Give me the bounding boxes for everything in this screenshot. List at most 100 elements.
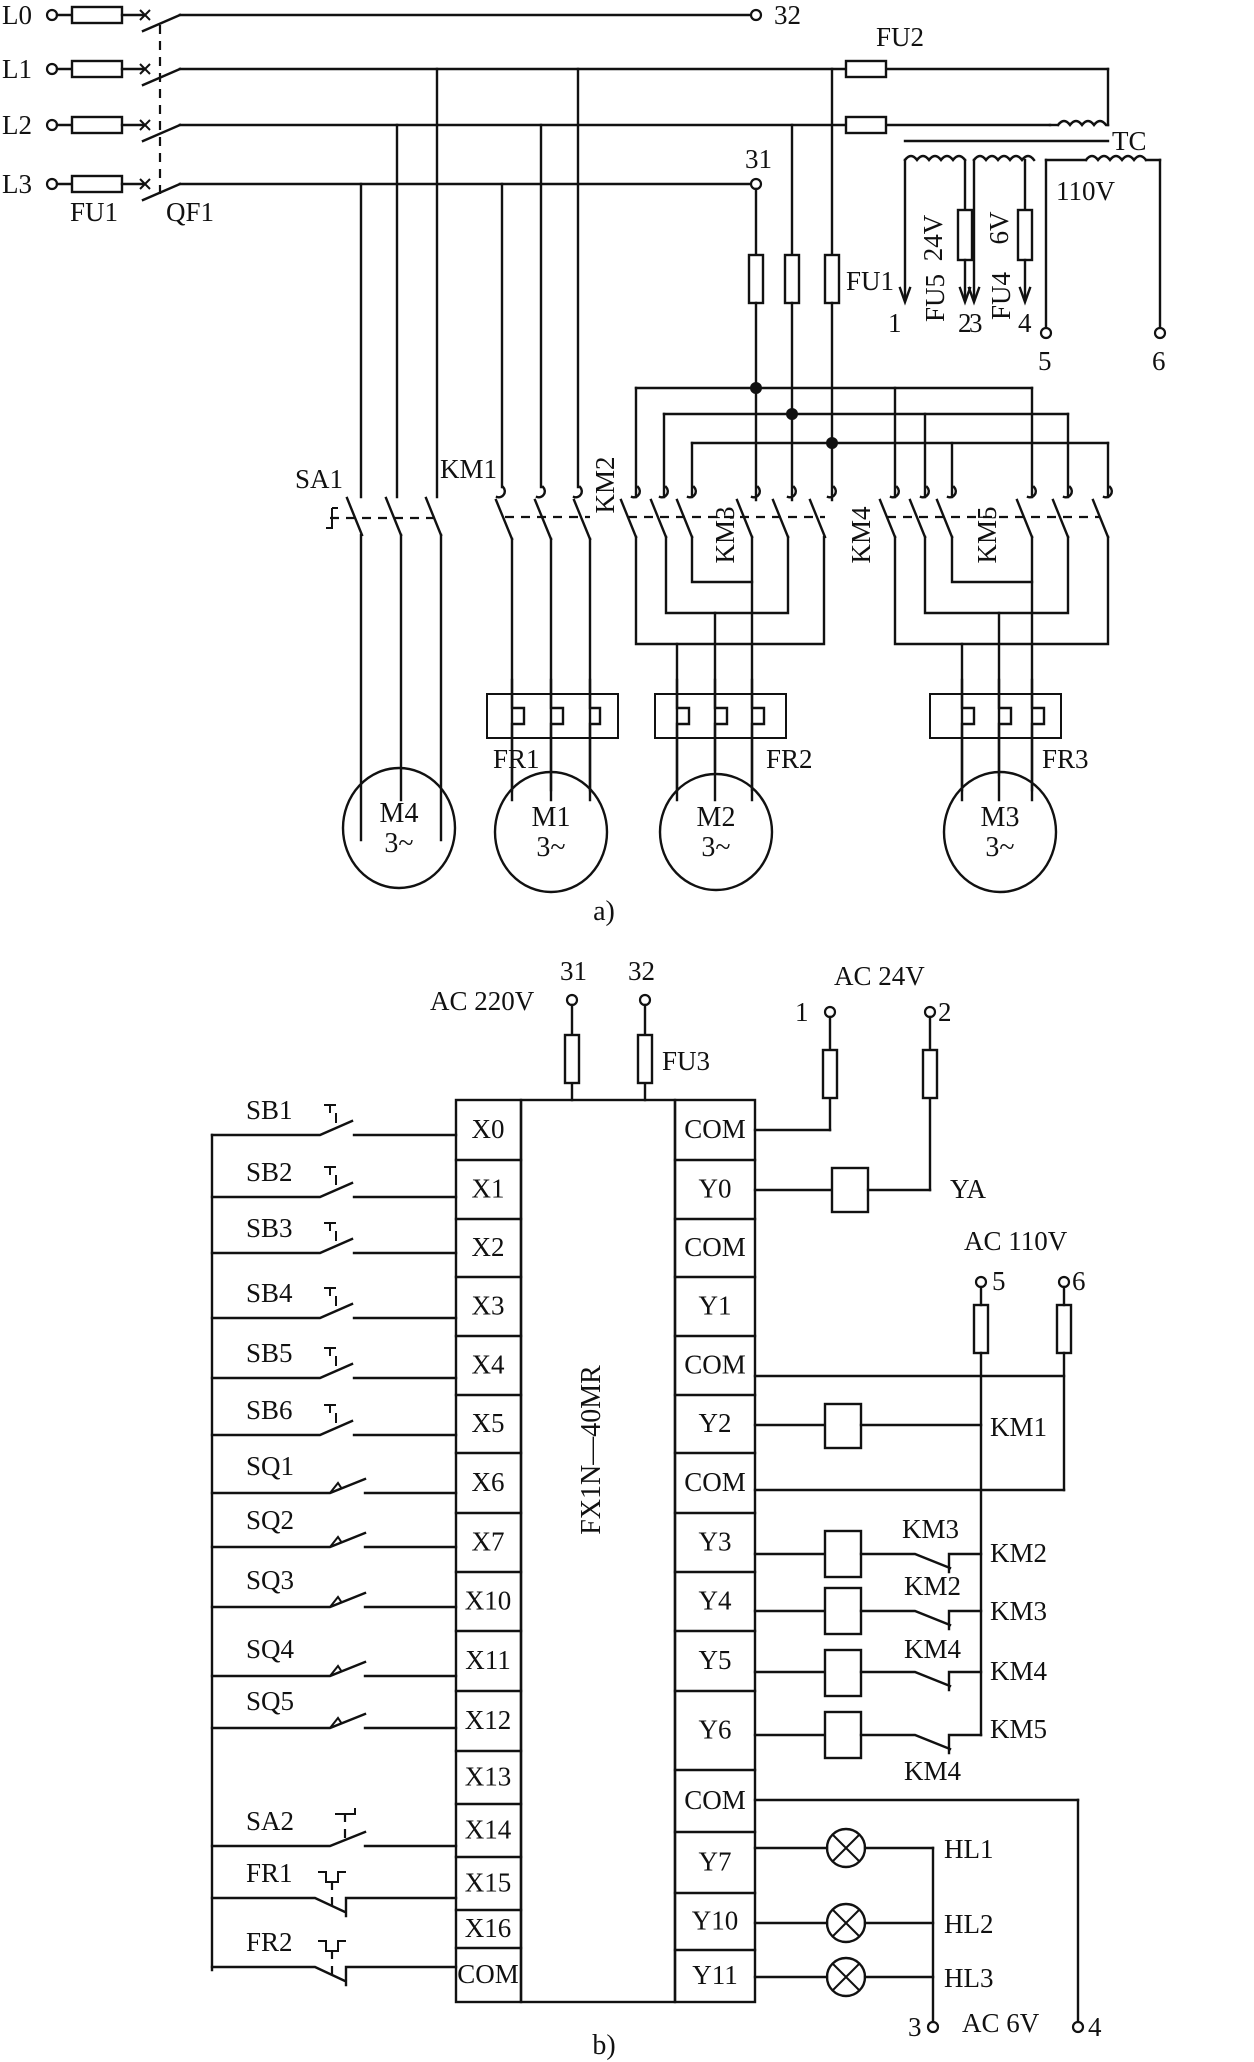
fuse-110v-b	[1055, 1303, 1073, 1355]
solenoid-ya	[830, 1166, 870, 1214]
sa1-label: SA1	[295, 464, 343, 494]
plc-input-x4: X4	[472, 1350, 505, 1380]
motor-m4-phase: 3~	[384, 828, 413, 859]
ya-circuit: AC 24V 1 2 YA	[753, 961, 987, 1214]
plc-output-y11-14: Y11	[692, 1960, 738, 1990]
terminal-dot	[1057, 1275, 1071, 1289]
input-device-label: SB1	[246, 1095, 293, 1125]
input-device-sb6[interactable]: SB6	[210, 1395, 458, 1437]
input-device-sq4[interactable]: SQ4	[210, 1634, 458, 1678]
plc-output-y3-7: Y3	[699, 1527, 732, 1557]
terminal-6-label: 6	[1072, 1266, 1086, 1296]
terminal-31-label: 31	[745, 144, 772, 174]
pushbutton-icon	[324, 1347, 337, 1366]
supply-24-label: AC 24V	[834, 961, 925, 991]
plc-input-com: COM	[457, 1959, 519, 1989]
input-device-sa2[interactable]: SA2	[210, 1806, 458, 1848]
control-transformer: FU2 TC 24V FU5 1 2	[844, 22, 1167, 376]
input-device-sb5[interactable]: SB5	[210, 1338, 458, 1380]
sec-terminal-1: 1	[888, 308, 902, 338]
fuse-24v-b	[921, 1048, 939, 1100]
terminal-dot	[926, 2020, 940, 2034]
limit-switch-icon	[329, 1664, 343, 1677]
coil-km5-label: KM5	[990, 1714, 1047, 1744]
pushbutton-icon	[324, 1104, 337, 1123]
fuse-fu1-branch-2	[783, 253, 801, 305]
plc-input-x10: X10	[465, 1586, 512, 1616]
lamp-hl3-label: HL3	[944, 1963, 994, 1993]
plc-output-com-4: COM	[684, 1350, 746, 1380]
coil-km2-label: KM2	[990, 1538, 1047, 1568]
terminal-l3	[45, 177, 59, 191]
motor-m1	[493, 770, 609, 894]
km2-km3-group: KM3 KM4	[619, 386, 876, 802]
selector-icon	[335, 1808, 356, 1815]
limit-switch-icon	[329, 1481, 343, 1494]
plc-output-com-2: COM	[684, 1232, 746, 1262]
input-device-label: SB4	[246, 1278, 293, 1308]
plc-output-com-6: COM	[684, 1467, 746, 1497]
km2-label: KM2	[590, 456, 620, 513]
input-device-sb3[interactable]: SB3	[210, 1213, 458, 1255]
plc-input-x5: X5	[472, 1408, 505, 1438]
terminal-dot	[1071, 2020, 1085, 2034]
plc-output-y6-10: Y6	[699, 1715, 732, 1745]
input-device-sb1[interactable]: SB1	[210, 1095, 458, 1137]
motor-m3-phase: 3~	[985, 832, 1014, 863]
plc-input-x12: X12	[465, 1705, 512, 1735]
coil-km4	[823, 1648, 863, 1698]
motor-m1-name: M1	[532, 802, 571, 833]
thermal-relays: FR1 FR2 FR3	[486, 678, 1089, 792]
plc-output-com-0: COM	[684, 1114, 746, 1144]
input-device-label: SQ5	[246, 1686, 294, 1716]
input-device-label: SB3	[246, 1213, 293, 1243]
input-device-sq1[interactable]: SQ1	[210, 1451, 458, 1495]
plc-input-x11: X11	[465, 1645, 511, 1675]
fuse-fu3-b	[636, 1033, 654, 1085]
sec-terminal-5: 5	[1038, 346, 1052, 376]
input-device-fr1[interactable]: FR1	[210, 1858, 458, 1918]
motor-m2-name: M2	[697, 802, 736, 833]
supply-6-label: AC 6V	[962, 2008, 1040, 2038]
plc-input-x16: X16	[465, 1913, 512, 1943]
fuse-fu4	[1016, 208, 1034, 262]
coil-km2	[823, 1529, 863, 1579]
input-device-sq5[interactable]: SQ5	[210, 1686, 458, 1730]
input-device-sq2[interactable]: SQ2	[210, 1505, 458, 1549]
terminal-dot	[923, 1005, 937, 1019]
input-device-fr2[interactable]: FR2	[210, 1927, 458, 1987]
caption-a: a)	[593, 896, 615, 927]
motor-m2	[658, 772, 774, 892]
fr3-box	[929, 693, 1062, 739]
secondary-6v-label: 6V	[984, 211, 1014, 245]
sec-terminal-6-dot	[1153, 326, 1167, 340]
plc-output-y1-3: Y1	[699, 1291, 732, 1321]
terminal-31	[749, 177, 763, 191]
motor-m4	[341, 766, 457, 890]
plc-input-x15: X15	[465, 1868, 512, 1898]
motor-m3	[942, 770, 1058, 894]
terminal-dot	[823, 1005, 837, 1019]
input-device-sb2[interactable]: SB2	[210, 1157, 458, 1199]
breaker-x-icon	[139, 178, 151, 190]
lamp-hl1-label: HL1	[944, 1834, 994, 1864]
fuse-fu1-branch-3	[823, 253, 841, 305]
secondary-coil-110v	[1084, 154, 1148, 162]
fr2-box	[654, 693, 787, 739]
pushbutton-icon	[324, 1222, 337, 1241]
km1-label: KM1	[440, 454, 497, 484]
thermal-contact-icon	[318, 1871, 346, 1883]
interlock-y4-label: KM2	[904, 1571, 961, 1601]
plc-output-y5-9: Y5	[699, 1645, 732, 1675]
input-device-label: SB5	[246, 1338, 293, 1368]
plc-input-x7: X7	[472, 1527, 505, 1557]
line-label-l2: L2	[2, 110, 32, 140]
terminal-dot	[638, 993, 652, 1007]
main-circuit: L0 L1 L2 L3 32	[2, 0, 1167, 927]
terminal-5-label: 5	[992, 1266, 1006, 1296]
input-device-sb4[interactable]: SB4	[210, 1278, 458, 1320]
input-device-sq3[interactable]: SQ3	[210, 1565, 458, 1609]
terminal-2-label: 2	[938, 997, 952, 1027]
fuse-fu1-branch-1	[747, 253, 765, 305]
